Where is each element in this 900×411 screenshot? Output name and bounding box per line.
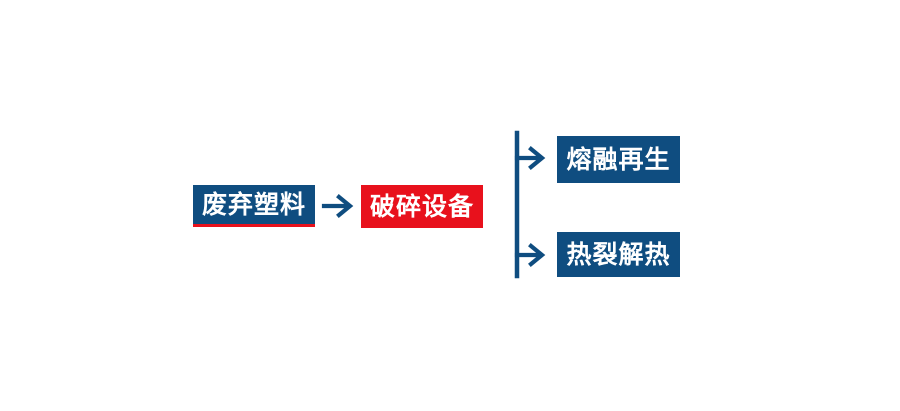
node-melt-regeneration[interactable]: 熔融再生 <box>557 136 680 183</box>
node-waste-plastic[interactable]: 废弃塑料 <box>193 185 315 227</box>
node-crushing-equipment-label: 破碎设备 <box>369 192 474 221</box>
node-crushing-equipment[interactable]: 破碎设备 <box>361 185 483 228</box>
node-pyrolysis-heat[interactable]: 热裂解热 <box>557 232 680 277</box>
branch-connector-crusher-outputs <box>512 128 556 283</box>
arrow-waste-to-crusher-icon <box>321 191 358 221</box>
node-melt-regeneration-label: 熔融再生 <box>566 145 671 174</box>
node-waste-plastic-label: 废弃塑料 <box>201 190 306 219</box>
node-pyrolysis-heat-label: 热裂解热 <box>566 240 671 269</box>
